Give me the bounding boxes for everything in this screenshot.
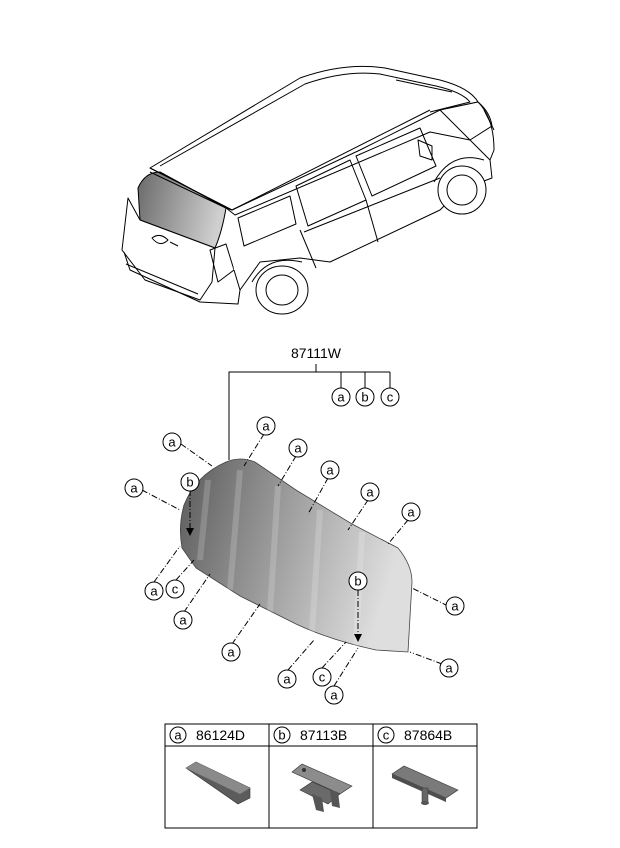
legend-col-a: a 86124D <box>169 726 251 805</box>
svg-text:a: a <box>330 688 338 703</box>
legend-part-number: 86124D <box>196 727 245 743</box>
leader-a-6 <box>387 519 409 545</box>
svg-text:a: a <box>130 481 138 496</box>
callout-a-7: a <box>124 478 144 498</box>
callout-a-5: a <box>360 482 380 502</box>
leader-a-11 <box>411 587 449 607</box>
callout-a-13: a <box>324 685 344 705</box>
svg-text:a: a <box>407 505 415 520</box>
vehicle-rear-three-quarter-illustration <box>121 65 495 315</box>
svg-text:a: a <box>227 645 235 660</box>
svg-text:a: a <box>174 728 182 743</box>
clip-block-icon <box>185 761 251 805</box>
svg-text:c: c <box>172 582 179 597</box>
callout-a-10: a <box>221 642 241 662</box>
svg-text:b: b <box>186 475 193 490</box>
callout-a-14: a <box>439 658 459 678</box>
callout-b-2: b <box>348 571 368 591</box>
legend-part-number: 87113B <box>300 727 347 743</box>
main-part-number: 87111W <box>291 345 342 361</box>
leader-a-4 <box>307 477 329 515</box>
callout-a-12: a <box>277 669 297 689</box>
bracket-clip-icon <box>291 763 353 812</box>
svg-text:a: a <box>150 584 158 599</box>
callout-a-6: a <box>401 502 421 522</box>
leader-a-10 <box>231 603 261 645</box>
callout-b-1: b <box>180 472 200 492</box>
svg-text:a: a <box>451 599 459 614</box>
svg-text:b: b <box>278 728 285 743</box>
svg-text:a: a <box>283 672 291 687</box>
parts-legend-table: a 86124D b 87113B c 87864B <box>164 723 478 829</box>
callout-c-1: c <box>165 579 185 599</box>
svg-text:a: a <box>262 419 270 434</box>
arrow-b-2 <box>354 634 362 642</box>
svg-text:c: c <box>387 390 394 405</box>
svg-text:c: c <box>383 728 390 743</box>
svg-text:c: c <box>319 670 326 685</box>
main-part-subref-a: a <box>331 387 351 407</box>
svg-text:a: a <box>445 661 453 676</box>
callout-a-8: a <box>144 581 164 601</box>
pin-spacer-icon <box>391 765 459 805</box>
leader-a-14 <box>409 651 443 665</box>
callout-a-4: a <box>320 460 340 480</box>
leader-a-1 <box>180 443 213 467</box>
main-part-subref-c: c <box>380 387 400 407</box>
svg-text:a: a <box>337 390 345 405</box>
callout-a-9: a <box>173 610 193 630</box>
svg-text:b: b <box>361 390 368 405</box>
leader-c-1 <box>175 559 195 581</box>
svg-text:a: a <box>366 485 374 500</box>
svg-text:a: a <box>168 435 176 450</box>
callout-a-3: a <box>288 438 308 458</box>
leader-a-3 <box>277 455 297 487</box>
svg-text:a: a <box>326 463 334 478</box>
arrow-b-1 <box>186 528 194 536</box>
leader-a-5 <box>347 499 369 531</box>
legend-col-c: c 87864B <box>377 726 459 805</box>
leader-a-13 <box>333 647 359 687</box>
callout-a-2: a <box>256 416 276 436</box>
leader-a-8 <box>153 545 181 583</box>
leader-a-9 <box>183 573 211 613</box>
leader-a-12 <box>287 639 315 671</box>
main-part-leader <box>228 364 391 460</box>
main-part-subref-b: b <box>355 387 375 407</box>
callout-c-2: c <box>312 667 332 687</box>
legend-part-number: 87864B <box>404 727 452 743</box>
svg-text:a: a <box>179 613 187 628</box>
leader-a-7 <box>141 489 181 511</box>
svg-text:b: b <box>354 574 361 589</box>
legend-col-b: b 87113B <box>273 726 353 812</box>
callout-a-11: a <box>445 596 465 616</box>
callout-a-1: a <box>162 432 182 452</box>
svg-text:a: a <box>294 441 302 456</box>
leader-c-2 <box>321 641 347 669</box>
